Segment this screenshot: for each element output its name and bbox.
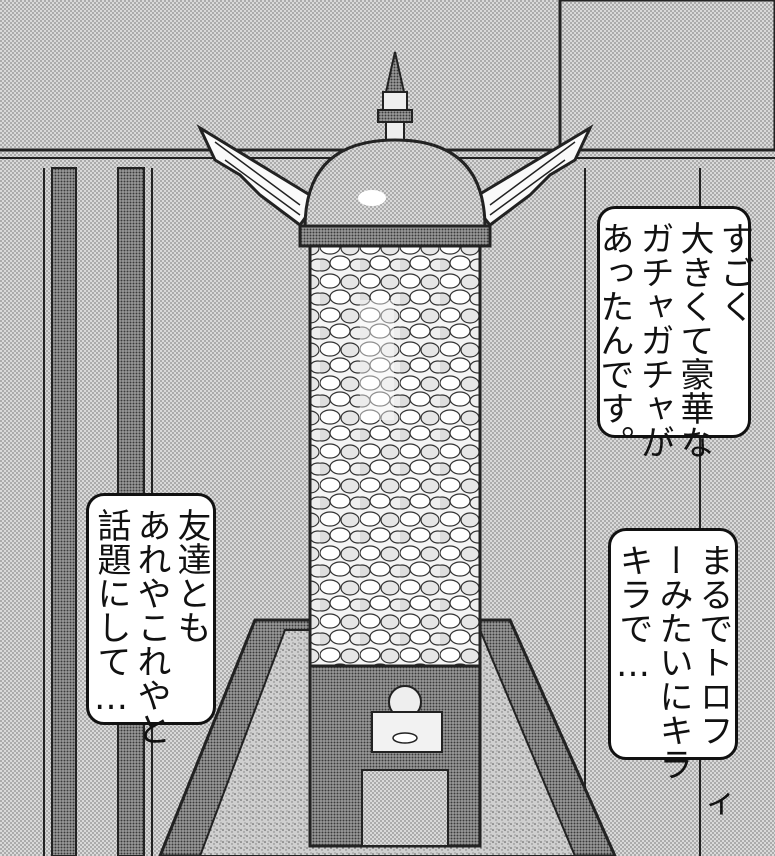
speech-bubble-top-right: すごく 大きくて豪華な ガチャガチャが あったんです。 — [594, 206, 754, 459]
bubble-line: ーみたいにキラ — [653, 543, 693, 781]
bubble-line: まるでトロフ ィ — [693, 543, 733, 821]
bubble-line: すごく — [714, 221, 754, 323]
bubble-line: あれやこれやと — [131, 508, 171, 746]
bubble-line: 大きくて豪華な — [674, 221, 714, 459]
speech-bubble-bottom-right: まるでトロフ ィ ーみたいにキラ キラで… — [608, 528, 738, 821]
bubble-line: 友達とも — [171, 508, 211, 644]
bubble-line: 話題にして… — [91, 508, 131, 718]
bubble-line: キラで… — [613, 543, 653, 685]
speech-bubble-left: 友達とも あれやこれやと 話題にして… — [86, 493, 216, 746]
bubble-line: ガチャガチャが — [634, 221, 674, 459]
bubble-line: あったんです。 — [594, 221, 634, 459]
